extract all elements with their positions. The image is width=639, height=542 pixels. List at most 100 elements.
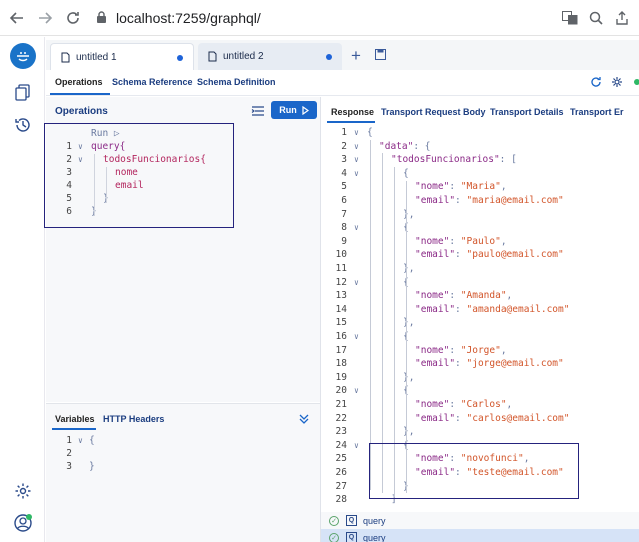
new-tab-plus-icon[interactable]: + [351,46,361,65]
reload-icon[interactable] [62,7,84,29]
json-key: "data" [379,140,414,152]
fold-chevron-icon[interactable]: ∨ [78,436,83,445]
fold-chevron-icon[interactable]: ∨ [354,223,359,233]
code-line: } [89,461,95,472]
json-string-value: "maria@email.com" [466,195,564,206]
code-line: "data": { [379,140,431,153]
translate-icon[interactable] [557,7,583,29]
fold-chevron-icon[interactable]: ∨ [354,128,359,137]
fold-chevron-icon[interactable]: ∨ [354,332,359,341]
documents-icon[interactable] [13,83,33,103]
line-number: 4 [341,167,347,179]
operations-title: Operations [55,106,108,117]
save-icon[interactable] [375,49,386,63]
forward-arrow-icon[interactable] [34,7,56,29]
line-number: 24 [335,439,347,451]
history-row[interactable]: ✓ Q query [321,529,639,542]
tab-response[interactable]: Response [331,107,375,117]
success-check-icon: ✓ [329,532,339,542]
tab-untitled-2[interactable]: untitled 2 [198,43,342,70]
operations-pane: Operations Run Run ▷ 1 ∨ query{ 2 ∨ todo… [46,97,320,402]
tab-untitled-1[interactable]: untitled 1 [50,43,194,70]
fold-chevron-icon[interactable]: ∨ [78,142,83,151]
fold-chevron-icon[interactable]: ∨ [354,277,359,287]
code-line: { [367,127,373,138]
settings-gear-icon[interactable] [13,481,33,501]
banana-cake-pop-logo-icon [10,43,36,69]
back-arrow-icon[interactable] [6,7,28,29]
tab-variables[interactable]: Variables [55,414,95,424]
run-button[interactable]: Run [271,101,317,119]
address-bar[interactable]: localhost:7259/graphql/ [94,5,557,31]
pane-divider[interactable] [320,97,321,542]
line-number: 23 [335,426,347,438]
tab-label: untitled 2 [223,51,264,62]
fold-chevron-icon[interactable]: ∨ [354,440,359,450]
json-comma: , [500,181,507,193]
json-comma: , [523,453,530,465]
code-line: { [403,276,409,289]
fold-chevron-icon[interactable]: ∨ [354,168,359,178]
tab-schema-definition[interactable]: Schema Definition [197,77,276,87]
tab-transport-errors[interactable]: Transport Er [570,107,624,117]
history-icon[interactable] [13,115,33,135]
collapse-chevron-icon[interactable] [298,413,310,428]
refresh-schema-icon[interactable] [590,76,602,91]
json-key: "email" [415,358,456,370]
indent-guide [394,167,395,497]
fold-chevron-icon[interactable]: ∨ [354,155,359,165]
line-number: 20 [335,385,347,397]
history-row[interactable]: ✓ Q query [321,512,639,529]
tab-label: untitled 1 [76,51,117,63]
tab-http-headers[interactable]: HTTP Headers [103,414,165,424]
code-line: "nome": "Paulo", [415,235,507,248]
tab-transport-request-body[interactable]: Transport Request Body [381,107,486,117]
connection-settings-gear-icon[interactable] [611,76,623,91]
line-number: 9 [341,235,347,247]
share-icon[interactable] [609,7,635,29]
code-line: email [115,180,144,191]
code-line: { [403,167,409,179]
tab-transport-details[interactable]: Transport Details [490,107,564,117]
variables-pane: Variables HTTP Headers 1 ∨ { 2 3 } [46,403,320,542]
run-codelens-link[interactable]: Run ▷ [91,128,120,139]
response-viewer[interactable]: 1∨{2∨"data": {3∨"todosFuncionarios": [4∨… [321,97,639,507]
json-key: "nome" [415,399,450,410]
account-avatar-icon[interactable] [13,513,33,533]
json-string-value: "Jorge" [460,344,501,356]
tab-operations[interactable]: Operations [55,77,103,87]
line-number: 3 [66,461,72,472]
tab-schema-reference[interactable]: Schema Reference [112,77,193,87]
format-document-icon[interactable] [251,105,265,117]
code-line: }, [403,371,415,383]
fold-chevron-icon[interactable]: ∨ [354,141,359,151]
json-key: "email" [415,467,456,478]
indent-guide [382,153,383,493]
code-line: "todosFuncionarios": [ [391,153,517,166]
code-line: "nome": "Jorge", [415,344,507,357]
code-line: "email": "jorge@email.com" [415,357,564,370]
code-line: "nome": "novofunci", [415,452,529,465]
line-number: 16 [335,331,347,342]
zoom-search-icon[interactable] [583,7,609,29]
line-number: 5 [66,193,72,204]
json-key: "nome" [415,344,450,356]
line-number: 6 [66,206,72,217]
fold-chevron-icon[interactable]: ∨ [78,155,83,164]
json-comma: , [500,235,507,247]
line-number: 18 [335,358,347,370]
code-line: todosFuncionarios{ [103,154,206,165]
query-icon: Q [346,515,357,526]
code-line: }, [403,426,415,438]
json-string-value: "amanda@email.com" [466,303,570,315]
line-number: 2 [66,154,72,165]
query-highlight-box [44,123,234,228]
line-number: 1 [341,127,347,138]
code-line: { [403,330,409,343]
code-line: "email": "maria@email.com" [415,194,564,207]
line-number: 14 [335,303,347,315]
fold-chevron-icon[interactable]: ∨ [354,386,359,396]
line-number: 8 [341,222,347,234]
json-colon: : [455,412,467,424]
line-number: 17 [335,344,347,356]
